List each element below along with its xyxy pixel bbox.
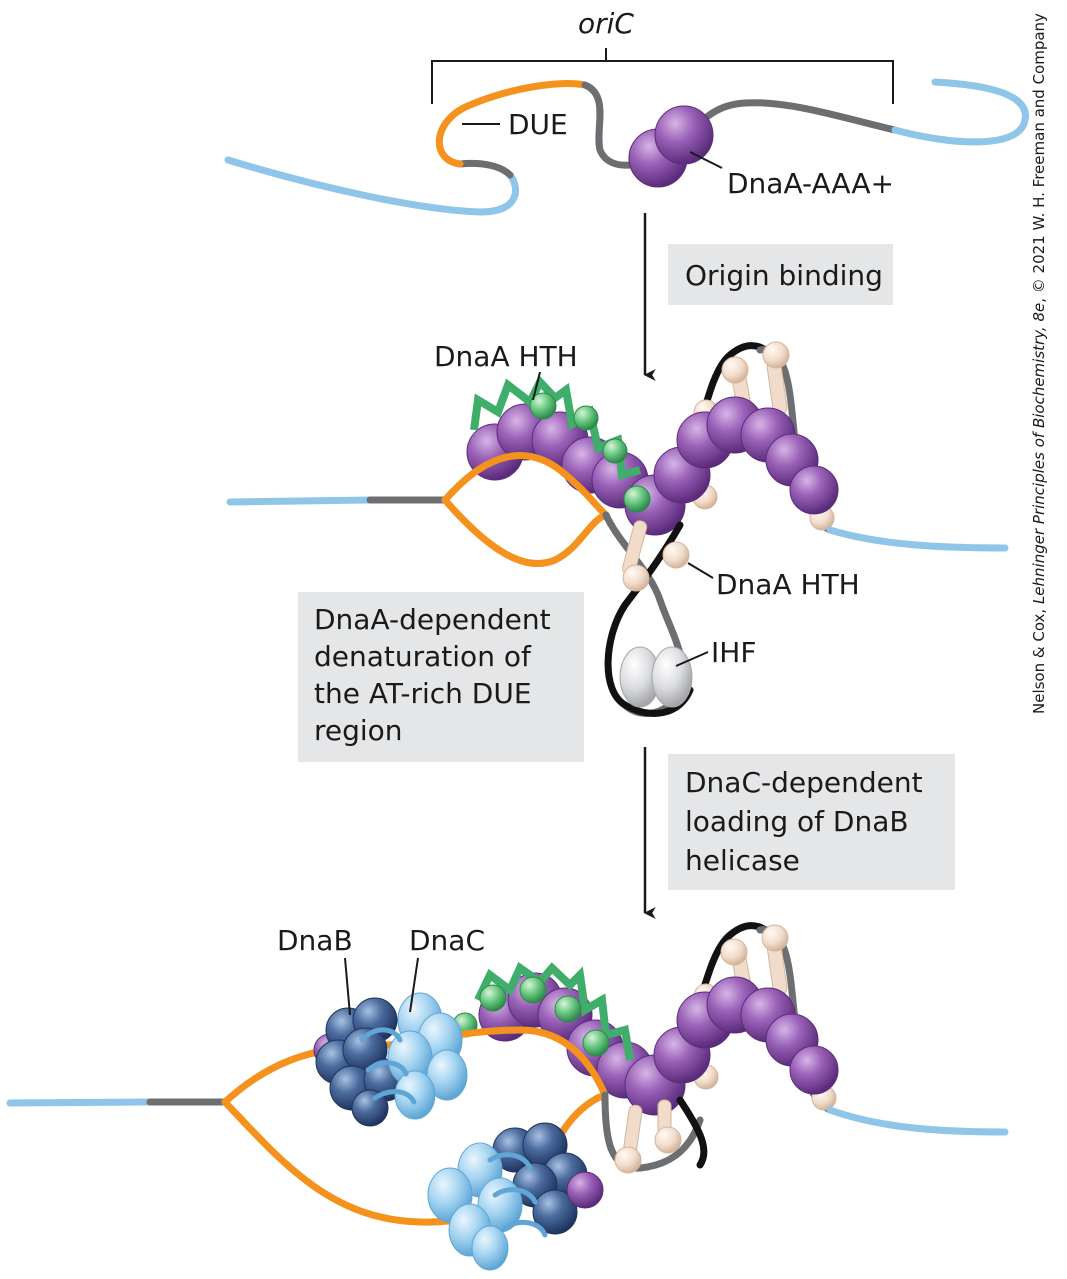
hth-bead — [573, 405, 599, 431]
hth-beads-2 — [529, 392, 651, 513]
due-label: DUE — [508, 108, 568, 141]
dna-loop-lower-3 — [676, 1096, 708, 1169]
step1-box — [668, 244, 893, 305]
copyright-credit: Nelson & Cox, Lehninger Principles of Bi… — [1030, 13, 1048, 714]
dnab-subunit — [532, 1189, 578, 1235]
panel-oric: oriC DUE DnaA-AAA+ — [224, 7, 1029, 216]
hth-bead — [479, 984, 507, 1012]
dnac-subunit — [394, 1070, 436, 1120]
dnaa-hth-label-mid: DnaA HTH — [716, 568, 860, 601]
dnab-label: DnaB — [277, 924, 353, 957]
dnab-subunit — [351, 1089, 389, 1127]
dna-left-flank — [224, 156, 520, 216]
hth-bead — [720, 938, 748, 966]
dnaa-aaa-label: DnaA-AAA+ — [727, 167, 894, 200]
dnaa-hth-label-top: DnaA HTH — [434, 340, 578, 373]
hth-bead — [761, 924, 789, 952]
dnab-leader-line — [344, 957, 351, 1016]
hth-bead — [654, 1126, 682, 1154]
hth-bead — [622, 564, 650, 592]
hth-linkers-lower-3 — [614, 1099, 682, 1174]
hth-bead — [582, 1029, 610, 1057]
hth-bead — [554, 995, 582, 1023]
dnaa-subunit — [789, 1045, 839, 1095]
dnaa-hth-leader-top — [532, 371, 541, 401]
hth-bead — [623, 485, 651, 513]
ihf-subunit — [651, 646, 693, 708]
dna-left-flank-3 — [6, 1098, 154, 1107]
dnaa-filament-2 — [466, 396, 839, 536]
step2-line: DnaA-dependent — [314, 603, 551, 636]
hth-bead — [721, 356, 749, 384]
hth-bead — [519, 976, 547, 1004]
dnac-subunit — [426, 1049, 468, 1101]
dna-loop-lower — [604, 521, 694, 717]
ihf-leader-line — [675, 651, 709, 667]
dnac-label: DnaC — [409, 924, 485, 957]
step-box-dnab-loading: DnaC-dependent loading of DnaB helicase — [668, 754, 955, 890]
dna-right-flank-3 — [826, 1106, 1009, 1136]
dna-gray-strand-lower-3 — [601, 1091, 704, 1172]
ihf-label: IHF — [711, 636, 756, 669]
ihf-protein — [619, 646, 693, 708]
dnaa-aaa-domain — [654, 105, 714, 165]
dnac-linker — [359, 1027, 417, 1105]
dna-right-flank-2 — [826, 526, 1009, 552]
hth-bead — [662, 541, 690, 569]
step3-line: loading of DnaB — [685, 805, 909, 838]
hth-bead — [614, 1146, 642, 1174]
dnab-dnac-complex-upper — [313, 992, 468, 1127]
step-box-origin-binding: Origin binding — [668, 244, 893, 305]
dnaa-subunit — [789, 465, 839, 515]
dnac-subunit — [471, 1225, 509, 1271]
panel-due-denaturation: DnaA HTH DnaA HTH IHF — [226, 340, 1009, 717]
hth-bead — [529, 392, 557, 420]
dnac-leader-line — [409, 957, 419, 1013]
panel-dnab-loading: DnaB DnaC — [6, 922, 1009, 1271]
dnaa-aaa-leader-line — [689, 151, 723, 169]
dna-oric-segment-a — [456, 159, 514, 179]
dnab-dnac-complex-lower — [427, 1122, 604, 1271]
dna-left-flank-2 — [226, 496, 374, 506]
step-box-denaturation: DnaA-dependent denaturation of the AT-ri… — [298, 592, 584, 762]
step3-box — [668, 754, 955, 890]
step2-line: the AT-rich DUE — [314, 677, 532, 710]
dna-right-flank — [891, 78, 1029, 146]
step3-line: helicase — [685, 844, 800, 877]
step3-line: DnaC-dependent — [685, 766, 923, 799]
hth-bead — [762, 341, 790, 369]
due-strand-bottom — [441, 496, 610, 568]
dnaa-filament-3 — [478, 972, 839, 1116]
step2-box — [298, 592, 584, 762]
step2-line: denaturation of — [314, 640, 532, 673]
due-segment — [435, 80, 589, 168]
step2-line: region — [314, 714, 403, 747]
dnaa-subunit — [566, 1171, 604, 1209]
step1-line: Origin binding — [685, 259, 883, 292]
oric-label: oriC — [578, 7, 634, 40]
hth-bead — [602, 438, 628, 464]
oric-bracket — [431, 48, 894, 104]
dnaa-hth-leader-mid — [687, 562, 714, 579]
due-strand-top — [441, 452, 610, 519]
dnac-linker — [487, 1152, 548, 1238]
